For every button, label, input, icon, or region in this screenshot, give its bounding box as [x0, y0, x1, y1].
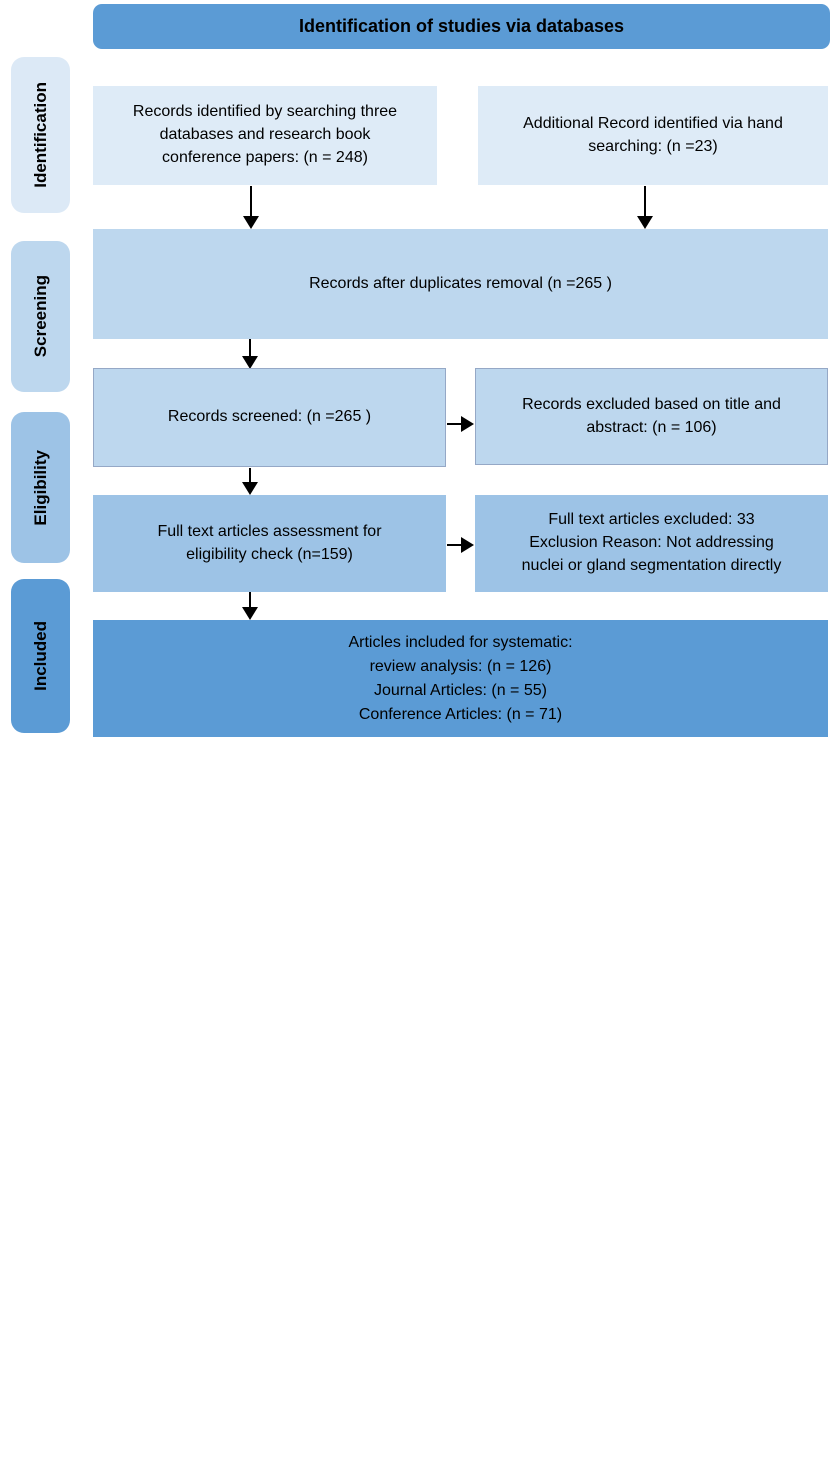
box-records-screened: Records screened: (n =265 ): [93, 368, 446, 467]
stage-included: Included: [11, 579, 70, 733]
arrow-down-fulltext: [242, 592, 258, 620]
arrow-right-records-excluded: [447, 416, 474, 432]
arrow-down-screened: [242, 468, 258, 495]
box-articles-included-text: Articles included for systematic:review …: [348, 633, 573, 723]
diagram-title: Identification of studies via databases: [298, 16, 625, 36]
stage-eligibility: Eligibility: [11, 412, 70, 563]
box-duplicates-removed-text: Records after duplicates removal (n =265…: [309, 274, 612, 292]
diagram-title-banner: Identification of studies via databases: [93, 4, 830, 49]
stage-included-label: Included: [30, 621, 50, 691]
stage-screening-label: Screening: [30, 275, 50, 358]
arrow-down-records-identified: [243, 186, 259, 229]
arrow-right-fulltext-excluded: [447, 537, 474, 553]
stage-identification-label: Identification: [30, 82, 50, 188]
box-duplicates-removed: Records after duplicates removal (n =265…: [93, 229, 828, 339]
arrow-down-additional-records: [637, 186, 653, 229]
box-records-screened-text: Records screened: (n =265 ): [167, 408, 372, 426]
stage-eligibility-label: Eligibility: [30, 449, 50, 526]
box-articles-included: Articles included for systematic:review …: [93, 620, 828, 737]
stage-identification: Identification: [11, 57, 70, 213]
stage-screening: Screening: [11, 241, 70, 392]
arrow-down-duplicates: [242, 339, 258, 369]
